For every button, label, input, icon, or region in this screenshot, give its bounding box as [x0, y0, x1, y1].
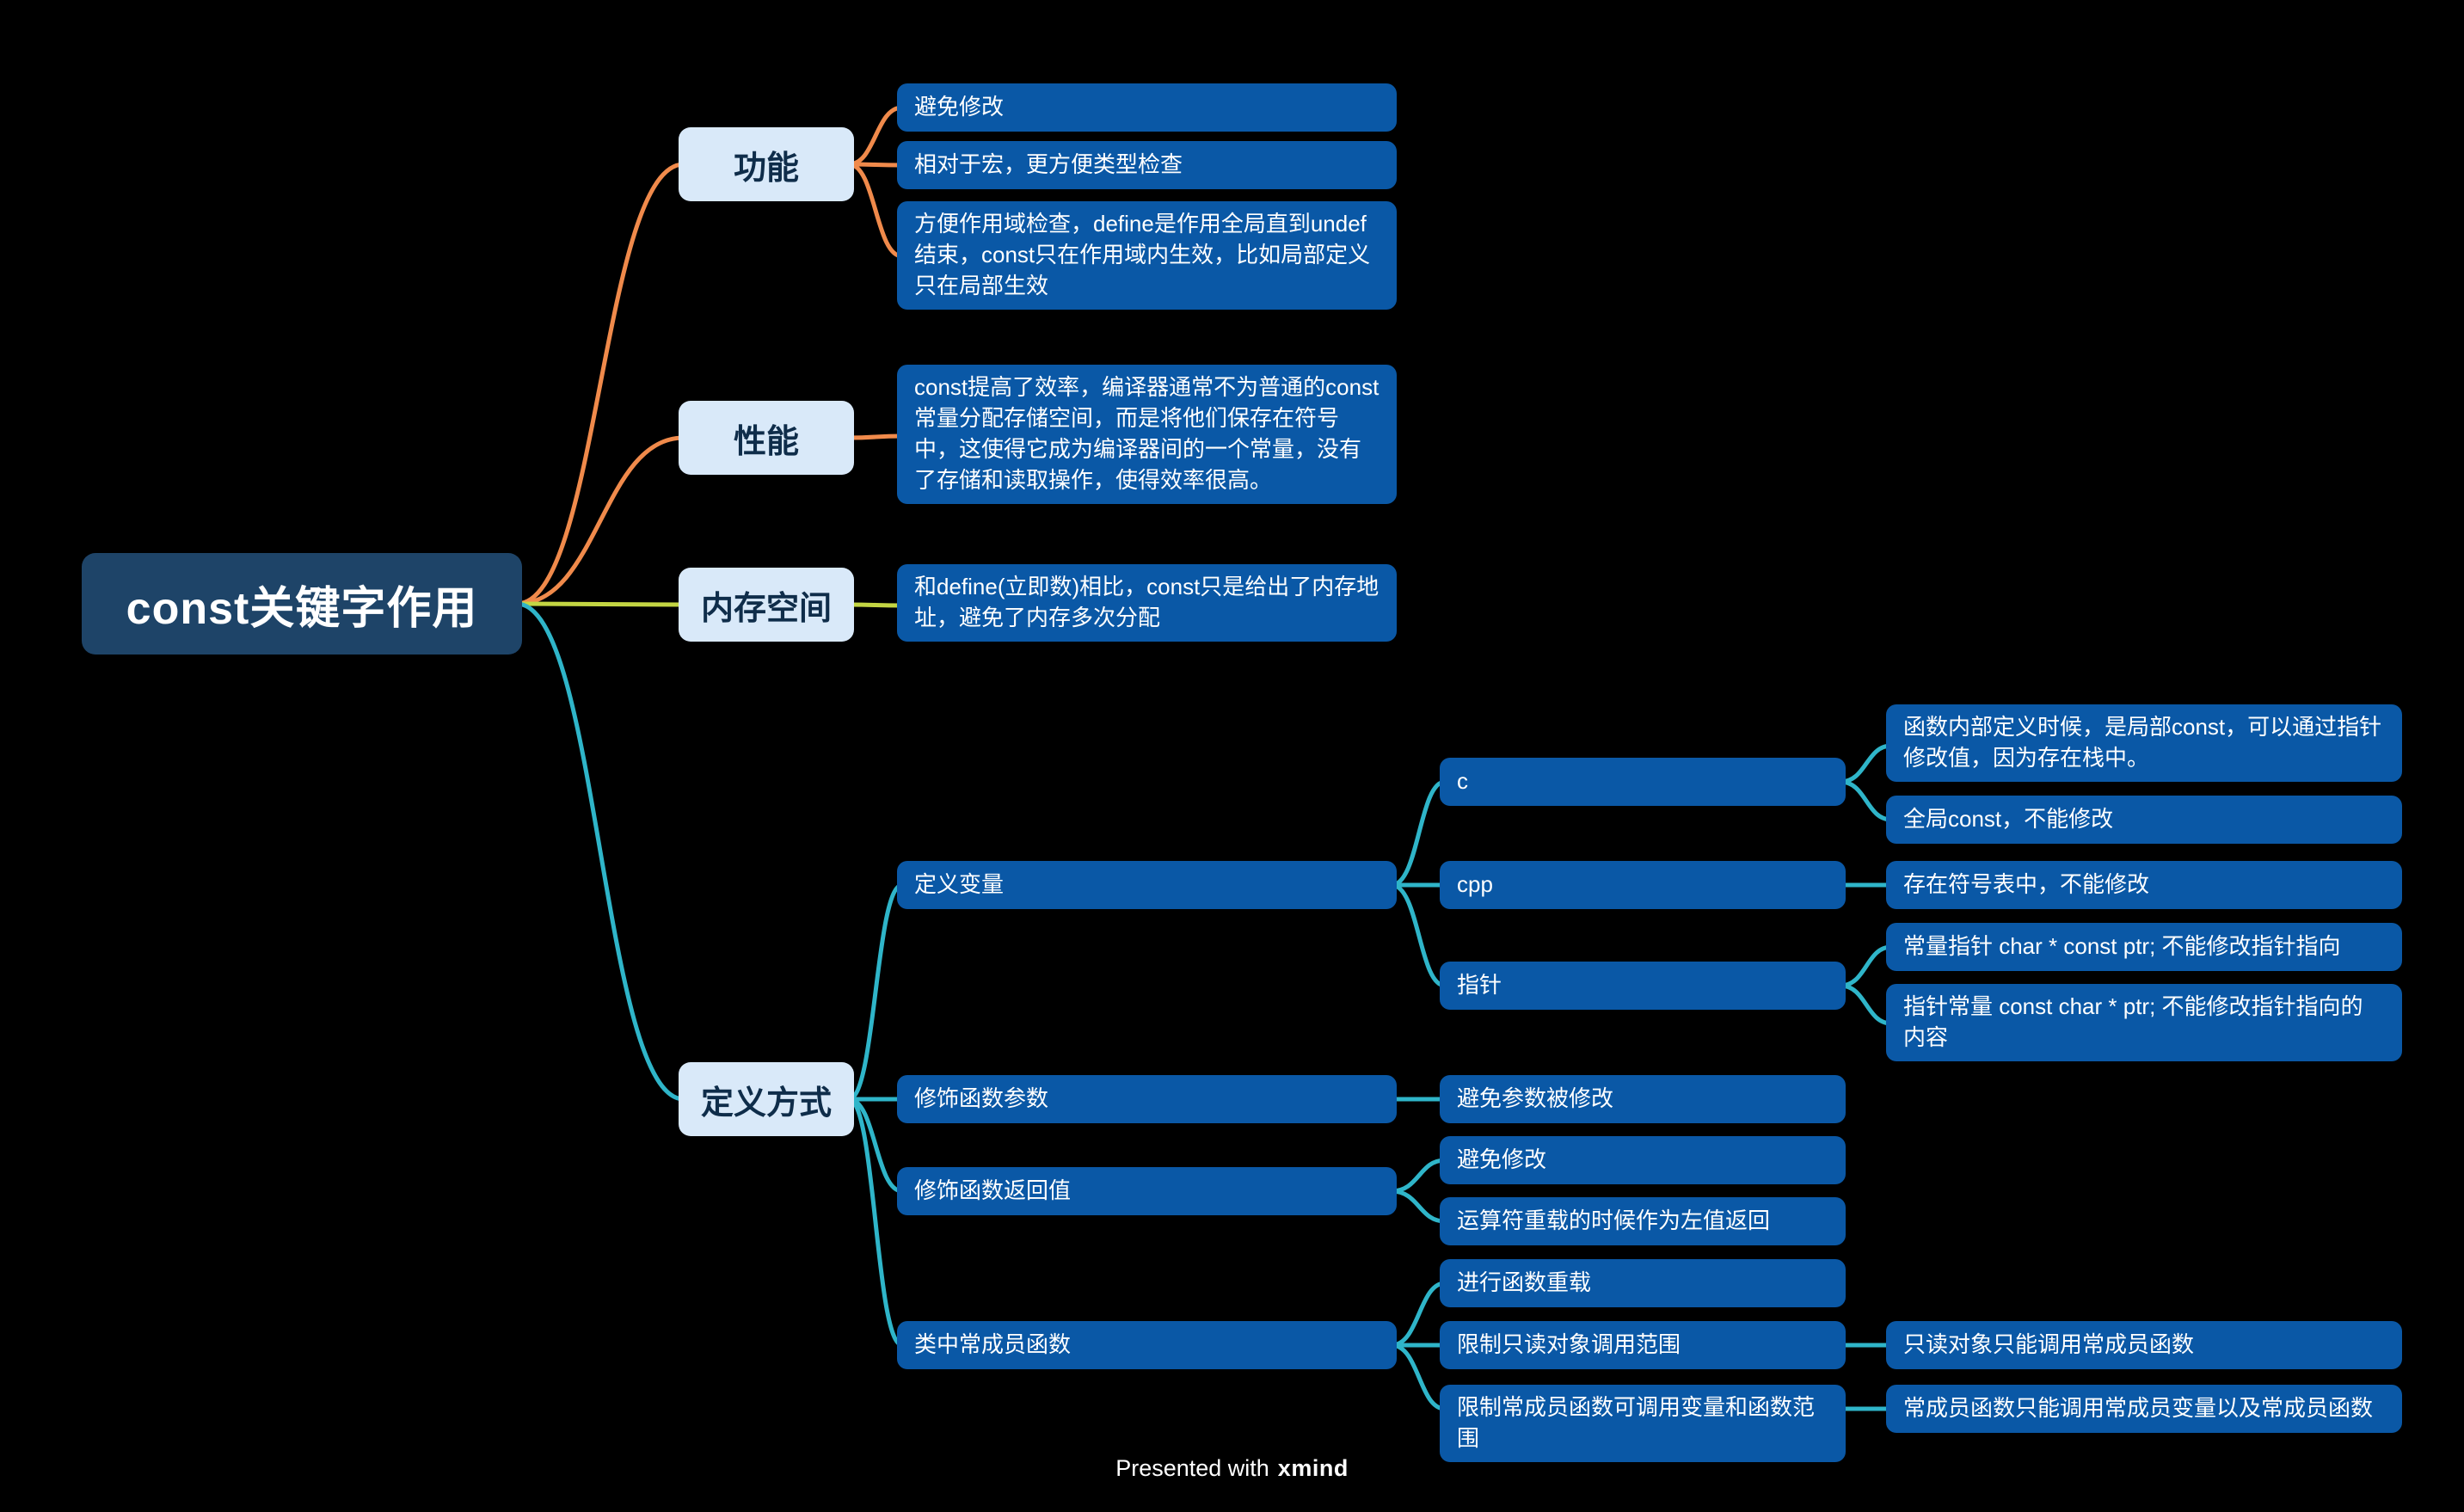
- leaf-const-pointer[interactable]: 常量指针 char * const ptr; 不能修改指针指向: [1886, 923, 2402, 971]
- edge-pointer-2: [1838, 983, 1894, 1026]
- leaf-c-global[interactable]: 全局const，不能修改: [1886, 796, 2402, 844]
- leaf-macro-type-check[interactable]: 相对于宏，更方便类型检查: [897, 141, 1397, 189]
- edge-pointer-1: [1838, 944, 1894, 988]
- leaf-return-avoid-modify[interactable]: 避免修改: [1440, 1136, 1846, 1184]
- node-restrict-const-member-scope[interactable]: 限制常成员函数可调用变量和函数范围: [1440, 1385, 1846, 1462]
- edge-member-3: [1389, 1343, 1447, 1411]
- leaf-performance-detail[interactable]: const提高了效率，编译器通常不为普通的const常量分配存储空间，而是将他们…: [897, 365, 1397, 504]
- node-c[interactable]: c: [1440, 758, 1846, 806]
- edge-member-1: [1389, 1281, 1447, 1348]
- edge-c-1: [1838, 743, 1894, 784]
- footer-watermark: Presented with xmind: [0, 1455, 2464, 1482]
- node-cpp[interactable]: cpp: [1440, 861, 1846, 909]
- branch-memory[interactable]: 内存空间: [679, 568, 854, 642]
- node-define-variable[interactable]: 定义变量: [897, 861, 1397, 909]
- edge-root-definition: [514, 601, 686, 1102]
- leaf-scope-check[interactable]: 方便作用域检查，define是作用全局直到undef结束，const只在作用域内…: [897, 201, 1397, 310]
- leaf-function-overload[interactable]: 进行函数重载: [1440, 1259, 1846, 1307]
- edge-root-performance: [514, 435, 686, 606]
- xmind-logo: xmind: [1277, 1455, 1349, 1481]
- edge-performance-1: [846, 433, 905, 440]
- edge-root-features: [514, 162, 686, 606]
- leaf-pointer-const[interactable]: 指针常量 const char * ptr; 不能修改指针指向的内容: [1886, 984, 2402, 1061]
- edge-var-pointer: [1389, 882, 1447, 988]
- branch-performance[interactable]: 性能: [679, 401, 854, 475]
- edge-definition-func-return: [846, 1097, 905, 1194]
- root-topic[interactable]: const关键字作用: [82, 553, 522, 655]
- leaf-c-local[interactable]: 函数内部定义时候，是局部const，可以通过指针修改值，因为存在栈中。: [1886, 704, 2402, 782]
- leaf-readonly-calls-const-member[interactable]: 只读对象只能调用常成员函数: [1886, 1321, 2402, 1369]
- edge-features-1: [846, 105, 905, 167]
- branch-features[interactable]: 功能: [679, 127, 854, 201]
- leaf-cpp-symbol-table[interactable]: 存在符号表中，不能修改: [1886, 861, 2402, 909]
- leaf-const-member-calls-const[interactable]: 常成员函数只能调用常成员变量以及常成员函数: [1886, 1385, 2402, 1433]
- edge-features-3: [846, 162, 905, 259]
- leaf-operator-overload-lvalue[interactable]: 运算符重载的时候作为左值返回: [1440, 1197, 1846, 1245]
- node-pointer[interactable]: 指针: [1440, 962, 1846, 1010]
- edge-var-c: [1389, 779, 1447, 888]
- leaf-memory-detail[interactable]: 和define(立即数)相比，const只是给出了内存地址，避免了内存多次分配: [897, 564, 1397, 642]
- node-modify-func-param[interactable]: 修饰函数参数: [897, 1075, 1397, 1123]
- node-modify-func-return[interactable]: 修饰函数返回值: [897, 1167, 1397, 1215]
- edge-return-1: [1389, 1158, 1447, 1194]
- footer-prefix: Presented with: [1115, 1455, 1269, 1481]
- edge-definition-define-var: [846, 882, 905, 1102]
- edge-return-2: [1389, 1189, 1447, 1224]
- leaf-avoid-param-modified[interactable]: 避免参数被修改: [1440, 1075, 1846, 1123]
- leaf-avoid-modification[interactable]: 避免修改: [897, 83, 1397, 132]
- branch-definition[interactable]: 定义方式: [679, 1062, 854, 1136]
- edge-root-memory: [514, 601, 686, 607]
- node-const-member-func[interactable]: 类中常成员函数: [897, 1321, 1397, 1369]
- edge-c-2: [1838, 779, 1894, 822]
- node-restrict-readonly-object[interactable]: 限制只读对象调用范围: [1440, 1321, 1846, 1369]
- edge-definition-const-member: [846, 1097, 905, 1348]
